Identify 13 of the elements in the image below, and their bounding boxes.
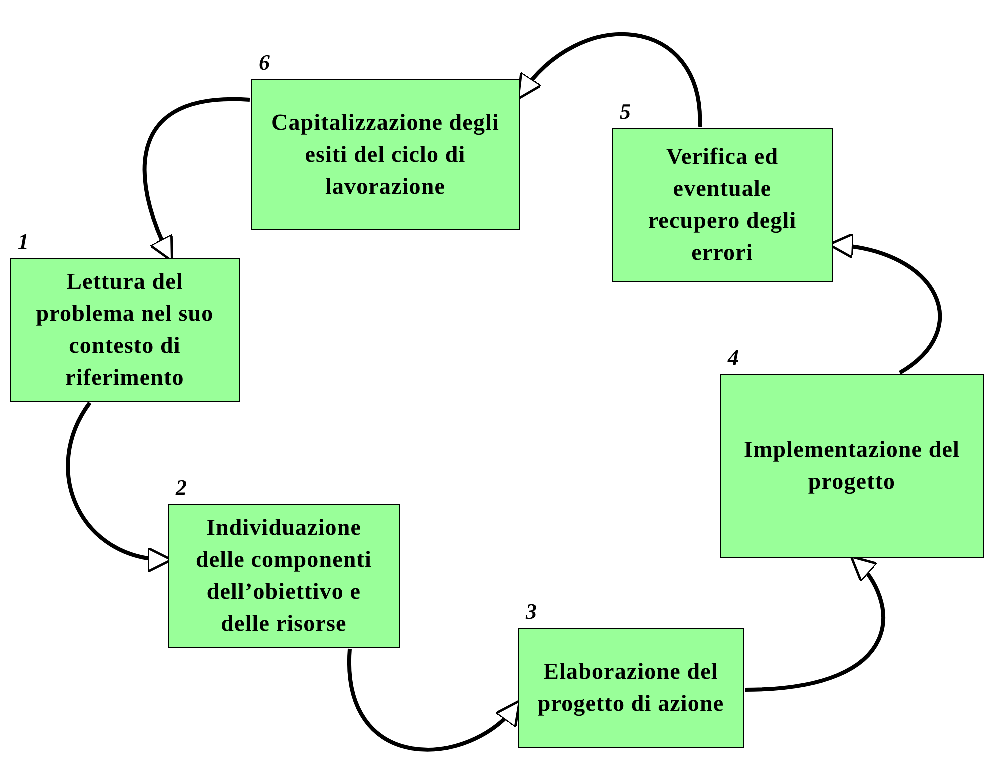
step-number: 3	[526, 598, 537, 626]
step-text: Individuazione delle componenti dell’obiettivo e delle risorse	[195, 514, 373, 638]
step-number: 1	[18, 228, 29, 256]
curved-arrow	[516, 32, 702, 128]
step-text: Elaborazione del progetto di azione	[536, 658, 726, 718]
step-text: Implementazione del progetto	[743, 436, 961, 496]
step-text: Capitalizzazione degli esiti del ciclo di lavorazione	[270, 108, 500, 200]
step-text: Verifica ed eventuale recupero degli errori	[647, 143, 798, 267]
step-number: 5	[620, 98, 631, 126]
step-text: Lettura del problema nel suo contesto di riferimento	[35, 268, 215, 392]
step-number: 2	[176, 474, 187, 502]
step-number: 6	[259, 49, 270, 77]
step-number: 4	[728, 344, 739, 372]
